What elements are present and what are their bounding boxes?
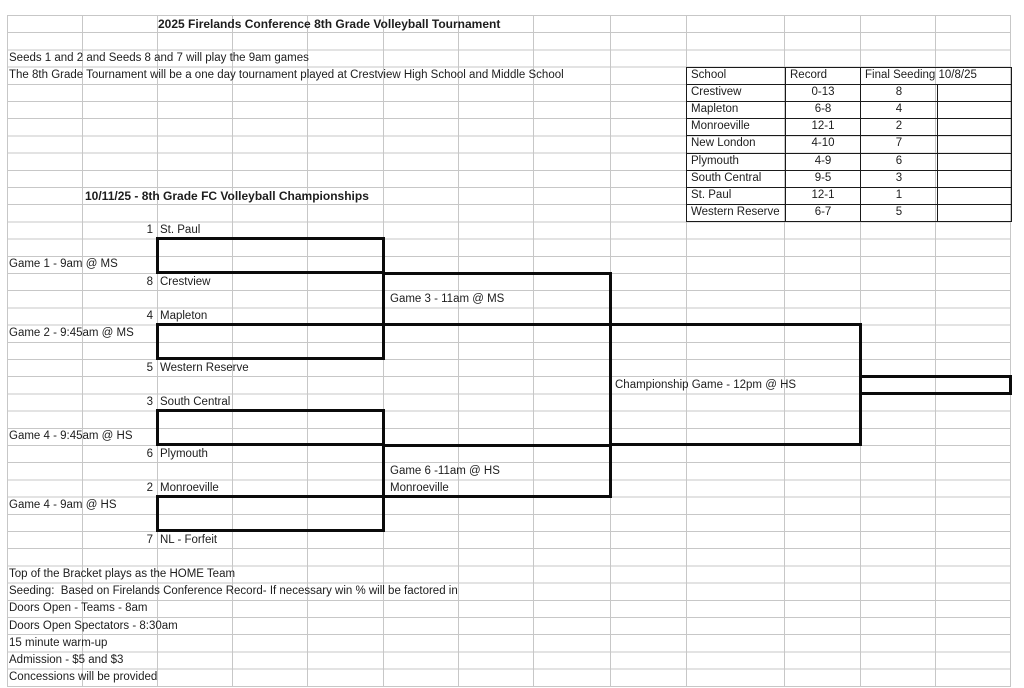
slot-seed: 6 <box>146 447 153 460</box>
record-cell: 0-13 <box>786 84 861 102</box>
bracket-slot-mapleton: 4 Mapleton <box>115 308 208 325</box>
grid-vline <box>82 15 83 686</box>
seed-cell: 1 <box>861 187 938 206</box>
school-cell: South Central <box>687 170 786 188</box>
grid-vline <box>1010 15 1011 686</box>
seed-cell: 8 <box>861 84 938 102</box>
record-cell: 12-1 <box>786 119 861 137</box>
empty-cell <box>938 205 1012 223</box>
note-concessions: Concessions will be provided <box>9 671 158 684</box>
record-cell: 9-5 <box>786 170 861 188</box>
school-cell: Mapleton <box>687 101 786 120</box>
game3-label: Game 3 - 11am @ MS <box>390 292 505 305</box>
bracket-slot-crestview: 8 Crestview <box>115 274 211 291</box>
record-cell: 4-10 <box>786 136 861 154</box>
bracket-slot-nl-forfeit: 7 NL - Forfeit <box>115 532 218 549</box>
slot-team: Western Reserve <box>160 361 249 374</box>
slot-team: Monroeville <box>160 481 219 494</box>
slot-seed: 2 <box>146 481 153 494</box>
game4-box <box>155 409 385 447</box>
slot-seed: 3 <box>146 395 153 408</box>
grid-vline <box>307 15 308 686</box>
note-doors-teams: Doors Open - Teams - 8am <box>9 602 148 615</box>
slot-seed: 8 <box>146 275 153 288</box>
game6-box <box>381 443 612 499</box>
slot-team: Crestview <box>160 275 211 288</box>
seed-cell: 4 <box>861 101 938 120</box>
grid-vline <box>784 15 785 686</box>
grid-vline <box>458 15 459 686</box>
grid-lines <box>7 15 1011 687</box>
note-warmup: 15 minute warm-up <box>9 636 108 649</box>
school-cell: Monroeville <box>687 119 786 137</box>
bracket-slot-plymouth: 6 Plymouth <box>115 446 208 463</box>
slot-team: South Central <box>160 395 231 408</box>
slot-team: Plymouth <box>160 447 208 460</box>
record-cell: 6-8 <box>786 101 861 120</box>
standings-header-seeding: Final Seeding 10/8/25 <box>861 67 1012 85</box>
seed-cell: 2 <box>861 119 938 137</box>
record-cell: 12-1 <box>786 187 861 206</box>
school-cell: St. Paul <box>687 187 786 206</box>
bracket-slot-south-central: 3 South Central <box>115 394 231 411</box>
slot-team: Mapleton <box>160 309 208 322</box>
empty-cell <box>938 136 1012 154</box>
standings-header-record: Record <box>786 67 861 85</box>
grid-vline <box>533 15 534 686</box>
game4-label: Game 4 - 9:45am @ HS <box>9 430 133 443</box>
empty-cell <box>938 101 1012 120</box>
standings-header-school: School <box>687 67 786 85</box>
standings-table: School Record Final Seeding 10/8/25 Cres… <box>686 66 1012 223</box>
game2-box <box>155 323 385 361</box>
empty-cell <box>938 187 1012 206</box>
venue-note: The 8th Grade Tournament will be a one d… <box>9 69 564 82</box>
game2-label: Game 2 - 9:45am @ MS <box>9 327 134 340</box>
champion-line-box <box>858 374 1012 395</box>
school-cell: Crestivew <box>687 84 786 102</box>
game5-label: Game 4 - 9am @ HS <box>9 499 117 512</box>
game6-label: Game 6 -11am @ HS <box>390 464 500 477</box>
note-seeding: Seeding: Based on Firelands Conference R… <box>9 585 458 598</box>
slot-seed: 5 <box>146 361 153 374</box>
game6-advancer-label: Monroeville <box>390 481 449 494</box>
seed-cell: 6 <box>861 153 938 171</box>
slot-team: NL - Forfeit <box>160 533 218 546</box>
game5-box <box>155 495 385 533</box>
grid-vline <box>232 15 233 686</box>
bracket-slot-monroeville: 2 Monroeville <box>115 480 219 497</box>
slot-team: St. Paul <box>160 223 201 236</box>
championship-label: Championship Game - 12pm @ HS <box>615 378 797 391</box>
page-title: 2025 Firelands Conference 8th Grade Voll… <box>158 16 501 31</box>
school-cell: Plymouth <box>687 153 786 171</box>
game1-box <box>155 237 385 275</box>
note-home-team: Top of the Bracket plays as the HOME Tea… <box>9 567 236 580</box>
seed-cell: 5 <box>861 205 938 223</box>
grid-vline <box>686 15 687 686</box>
seed-cell: 3 <box>861 170 938 188</box>
seed-cell: 7 <box>861 136 938 154</box>
game1-label: Game 1 - 9am @ MS <box>9 258 118 271</box>
note-admission: Admission - $5 and $3 <box>9 653 124 666</box>
grid-vline <box>7 15 8 686</box>
empty-cell <box>938 153 1012 171</box>
slot-seed: 4 <box>146 309 153 322</box>
record-cell: 6-7 <box>786 205 861 223</box>
game3-box <box>381 271 612 327</box>
school-cell: New London <box>687 136 786 154</box>
bracket-slot-st-paul: 1 St. Paul <box>115 222 201 239</box>
bracket-slot-western-reserve: 5 Western Reserve <box>115 360 249 377</box>
empty-cell <box>938 119 1012 137</box>
school-cell: Western Reserve <box>687 205 786 223</box>
grid-vline <box>935 15 936 686</box>
empty-cell <box>938 84 1012 102</box>
seeds-note: Seeds 1 and 2 and Seeds 8 and 7 will pla… <box>9 51 309 64</box>
bracket-title: 10/11/25 - 8th Grade FC Volleyball Champ… <box>85 188 369 203</box>
record-cell: 4-9 <box>786 153 861 171</box>
note-doors-spectators: Doors Open Spectators - 8:30am <box>9 619 178 632</box>
slot-seed: 1 <box>146 223 153 236</box>
empty-cell <box>938 170 1012 188</box>
slot-seed: 7 <box>146 533 153 546</box>
